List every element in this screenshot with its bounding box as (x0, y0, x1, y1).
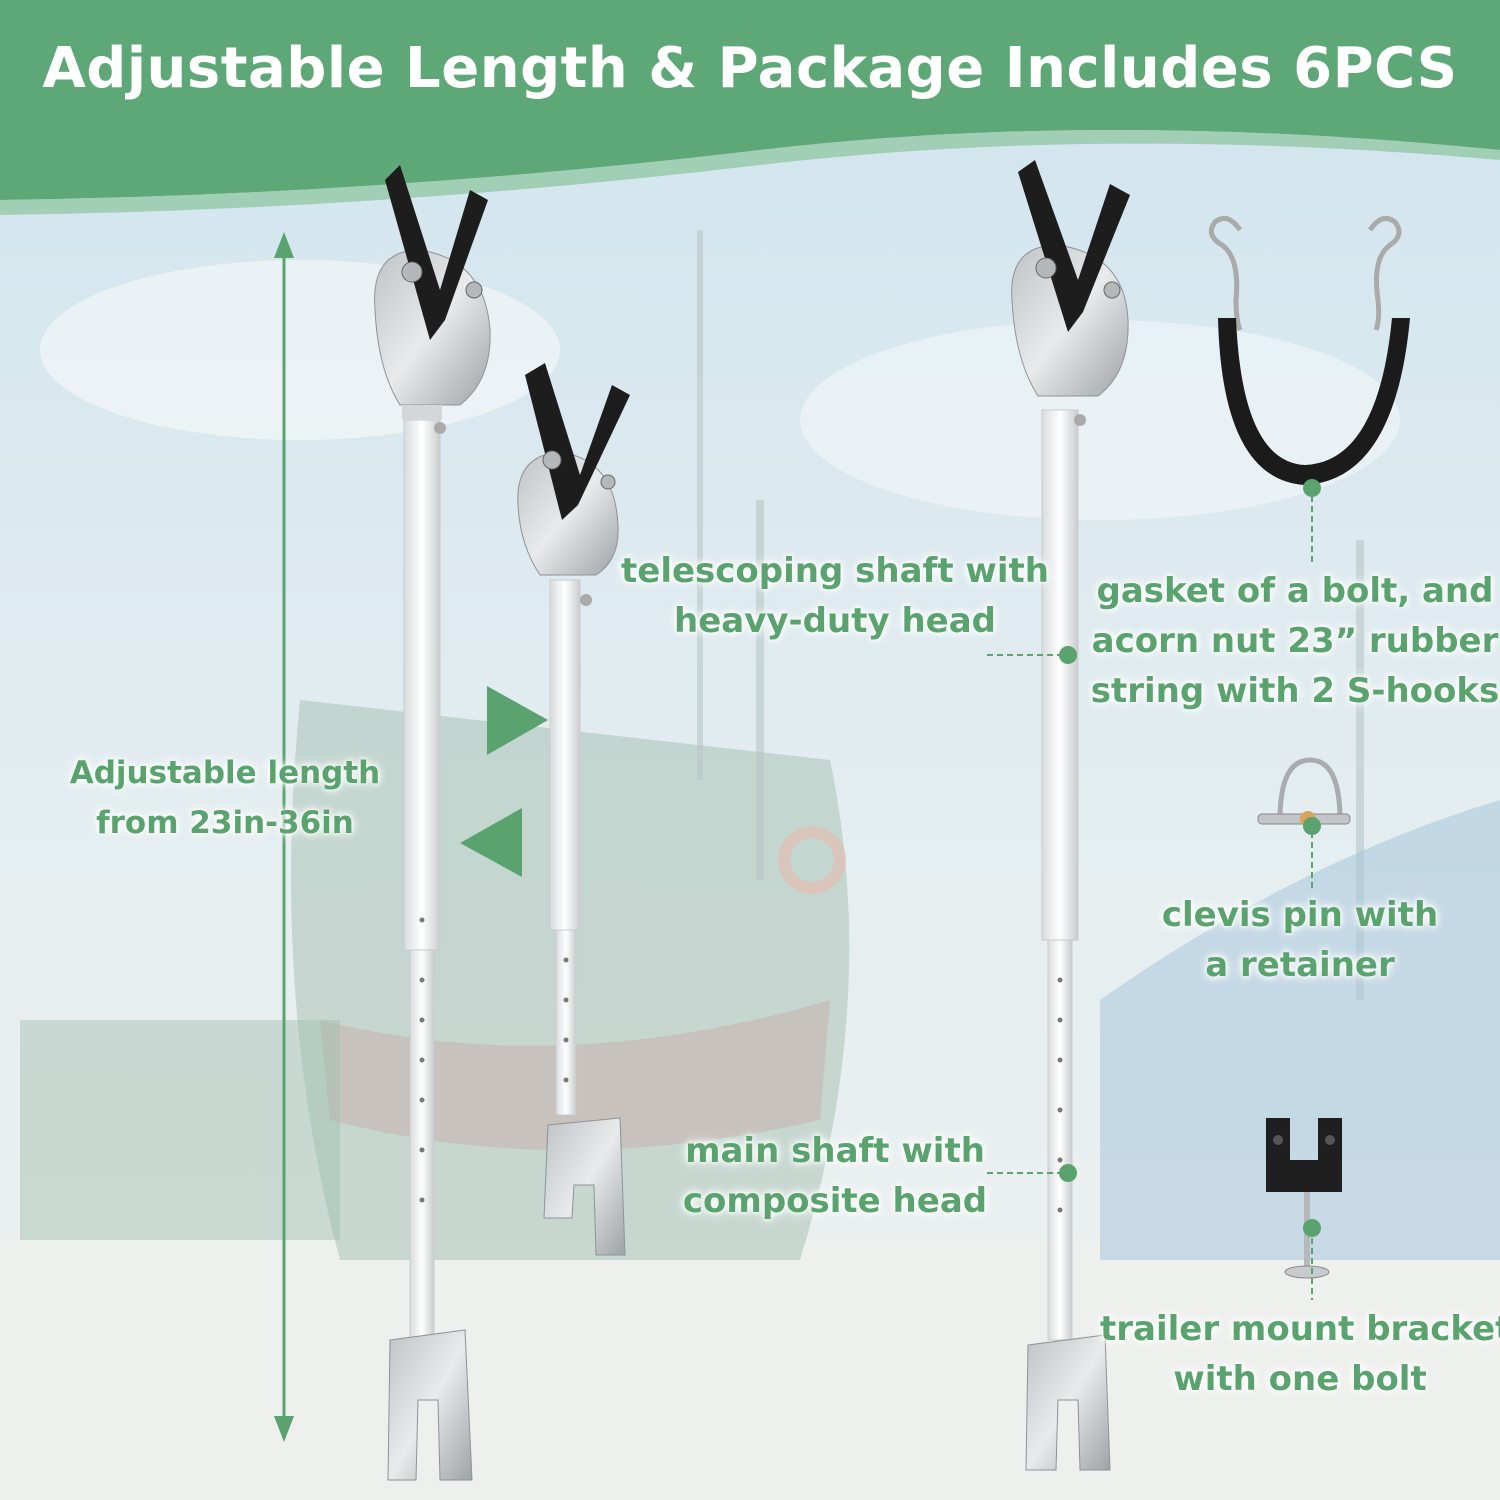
play-left-icon (460, 808, 522, 877)
tall-support-right (1011, 160, 1130, 1471)
trailer-bracket-label: trailer mount bracket with one bolt (1100, 1309, 1500, 1399)
callout-connectors (987, 496, 1313, 1300)
gasket-label: gasket of a bolt, and acorn nut 23” rubb… (1090, 571, 1500, 711)
double-arrow-icon (274, 232, 294, 1442)
banner-background (0, 0, 1500, 200)
play-right-icon (487, 686, 548, 755)
telescoping-shaft-label: telescoping shaft with heavy-duty head (621, 551, 1049, 641)
main-shaft-label: main shaft with composite head (682, 1131, 988, 1221)
banner-title: Adjustable Length & Package Includes 6PC… (42, 36, 1458, 101)
short-support-middle (517, 363, 630, 1256)
adjustable-length-label: Adjustable length from 23in-36in (69, 755, 381, 841)
callout-dots (1059, 479, 1321, 1237)
clevis-pin-label: clevis pin with a retainer (1161, 895, 1439, 985)
tall-support-left (374, 165, 491, 1481)
s-hook-icon (1208, 215, 1410, 485)
